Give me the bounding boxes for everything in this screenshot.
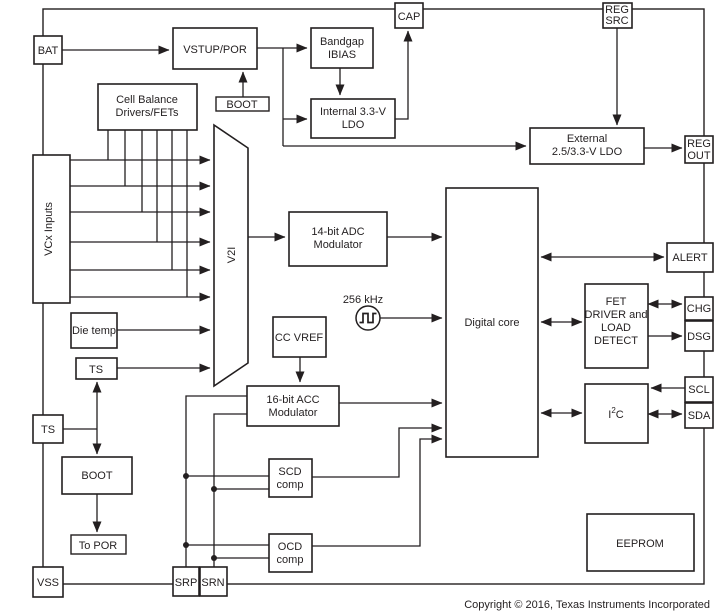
block-ocd-comp: OCD comp xyxy=(268,533,313,573)
block-cc-vref: CC VREF xyxy=(272,316,327,358)
svg-text:VSS: VSS xyxy=(37,577,59,589)
pin-chg: CHG xyxy=(684,296,714,321)
svg-text:SCD: SCD xyxy=(278,466,301,478)
svg-text:External: External xyxy=(567,133,607,145)
svg-text:BOOT: BOOT xyxy=(226,99,257,111)
svg-text:LOAD: LOAD xyxy=(601,322,631,334)
svg-text:Drivers/FETs: Drivers/FETs xyxy=(116,107,179,119)
svg-text:Modulator: Modulator xyxy=(269,407,318,419)
pin-srp: SRP xyxy=(172,566,200,597)
block-die-temp: Die temp xyxy=(70,312,118,349)
svg-text:ALERT: ALERT xyxy=(672,252,708,264)
svg-text:REG: REG xyxy=(687,138,711,150)
svg-text:BOOT: BOOT xyxy=(81,470,112,482)
block-eeprom: EEPROM xyxy=(586,513,695,572)
block-scd-comp: SCD comp xyxy=(268,458,313,498)
svg-text:SCL: SCL xyxy=(688,384,709,396)
svg-text:SRN: SRN xyxy=(201,577,224,589)
svg-text:FET: FET xyxy=(606,296,627,308)
svg-text:SRC: SRC xyxy=(605,15,628,27)
svg-text:256 kHz: 256 kHz xyxy=(343,294,383,306)
svg-text:DETECT: DETECT xyxy=(594,335,638,347)
svg-text:OUT: OUT xyxy=(687,150,711,162)
block-adc-modulator: 14-bit ADC Modulator xyxy=(288,211,388,267)
block-external-ldo: External 2.5/3.3-V LDO xyxy=(529,127,645,165)
block-fet-driver-load-detect: FET DRIVER and LOAD DETECT xyxy=(584,283,649,369)
svg-text:CHG: CHG xyxy=(687,303,711,315)
svg-text:VCx Inputs: VCx Inputs xyxy=(43,202,55,256)
svg-text:BAT: BAT xyxy=(38,45,59,57)
svg-text:Cell Balance: Cell Balance xyxy=(116,94,178,106)
block-boot: BOOT xyxy=(61,456,133,495)
svg-text:Digital core: Digital core xyxy=(464,317,519,329)
block-internal-ldo: Internal 3.3-V LDO xyxy=(310,98,396,139)
block-bandgap-ibias: Bandgap IBIAS xyxy=(310,27,374,69)
oscillator-256khz: 256 kHz xyxy=(343,294,383,331)
block-vcx-inputs: VCx Inputs xyxy=(32,154,71,304)
svg-text:Internal 3.3-V: Internal 3.3-V xyxy=(320,106,387,118)
svg-text:Modulator: Modulator xyxy=(314,239,363,251)
svg-text:SRP: SRP xyxy=(175,577,198,589)
svg-text:REG: REG xyxy=(605,4,629,16)
wires xyxy=(42,8,705,585)
block-v2i-mux: V2I xyxy=(213,123,249,388)
pin-vss: VSS xyxy=(32,566,64,598)
svg-text:Die temp: Die temp xyxy=(72,325,116,337)
junction-dot xyxy=(211,486,217,492)
svg-text:VSTUP/POR: VSTUP/POR xyxy=(183,44,247,56)
svg-text:IBIAS: IBIAS xyxy=(328,49,356,61)
svg-text:comp: comp xyxy=(277,554,304,566)
svg-text:TS: TS xyxy=(89,364,103,376)
block-acc-modulator: 16-bit ACC Modulator xyxy=(246,385,340,427)
svg-text:16-bit ACC: 16-bit ACC xyxy=(266,394,319,406)
junction-dot xyxy=(183,473,189,479)
block-ts-internal: TS xyxy=(75,357,118,380)
svg-text:14-bit ADC: 14-bit ADC xyxy=(311,226,364,238)
svg-text:V2I: V2I xyxy=(226,247,238,264)
clock-waveform-icon xyxy=(359,312,377,324)
pin-reg-src: REG SRC xyxy=(602,2,633,29)
svg-text:Bandgap: Bandgap xyxy=(320,36,364,48)
junction-dot xyxy=(211,555,217,561)
block-digital-core: Digital core xyxy=(445,187,539,458)
pin-dsg: DSG xyxy=(684,320,714,352)
pin-cap: CAP xyxy=(394,2,424,29)
svg-text:SDA: SDA xyxy=(688,410,711,422)
block-boot-por-input: BOOT xyxy=(215,96,270,112)
svg-text:TS: TS xyxy=(41,424,55,436)
block-i2c: I2C xyxy=(584,383,649,444)
pin-sda: SDA xyxy=(684,402,714,429)
pin-alert: ALERT xyxy=(666,242,714,273)
block-cell-balance: Cell Balance Drivers/FETs xyxy=(97,83,198,131)
svg-text:2.5/3.3-V LDO: 2.5/3.3-V LDO xyxy=(552,146,623,158)
svg-text:CC VREF: CC VREF xyxy=(275,332,324,344)
svg-text:DSG: DSG xyxy=(687,331,711,343)
svg-text:comp: comp xyxy=(277,479,304,491)
svg-text:LDO: LDO xyxy=(342,119,365,131)
pin-ts: TS xyxy=(32,414,64,444)
block-vstup-por: VSTUP/POR xyxy=(172,27,258,70)
svg-text:I2C: I2C xyxy=(608,406,624,421)
svg-text:EEPROM: EEPROM xyxy=(616,538,664,550)
pin-reg-out: REG OUT xyxy=(684,135,714,164)
svg-text:CAP: CAP xyxy=(398,11,421,23)
copyright-notice: Copyright © 2016, Texas Instruments Inco… xyxy=(464,599,710,611)
svg-text:OCD: OCD xyxy=(278,541,303,553)
svg-text:DRIVER and: DRIVER and xyxy=(585,309,648,321)
svg-text:To POR: To POR xyxy=(79,540,118,552)
block-to-por: To POR xyxy=(70,534,127,555)
junction-dot xyxy=(183,542,189,548)
pin-bat: BAT xyxy=(33,35,63,65)
pin-srn: SRN xyxy=(199,566,228,597)
pin-scl: SCL xyxy=(684,376,714,403)
